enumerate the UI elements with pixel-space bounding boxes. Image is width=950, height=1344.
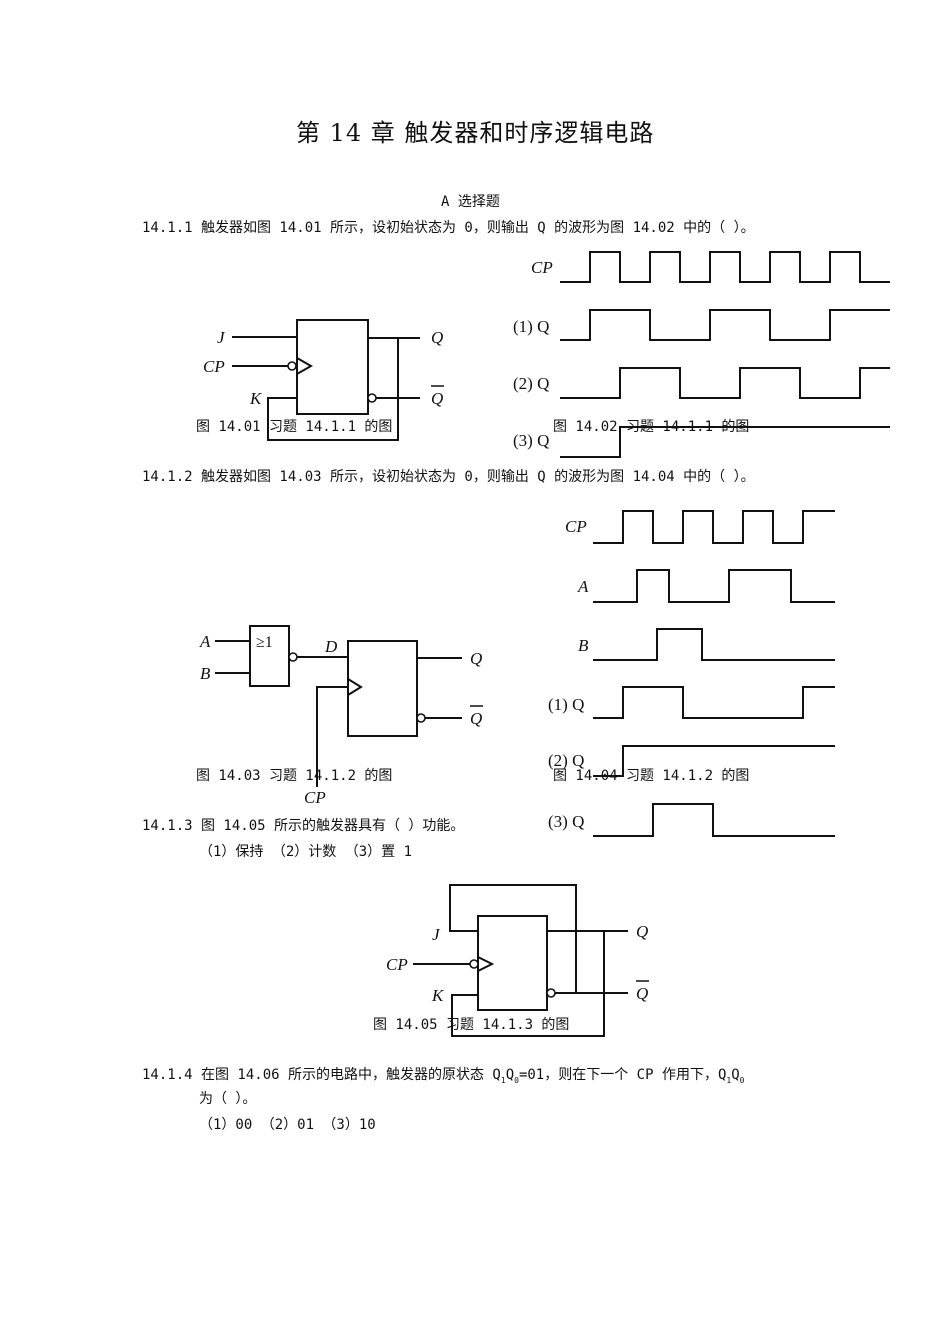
or-gate-box	[249, 625, 290, 687]
cp-negation-bubble	[287, 361, 297, 371]
wave-option-2	[560, 367, 890, 399]
wave-label-2q: (2) Q	[513, 374, 549, 393]
figure-14-01-caption: 图 14.01 习题 14.1.1 的图	[196, 419, 393, 435]
wave-label-cp: CP	[531, 258, 553, 277]
chapter-title: 第 14 章 触发器和时序逻辑电路	[296, 119, 655, 147]
jk2-label-qbar: Q	[636, 984, 648, 1003]
or-gate-label: ≥1	[256, 634, 273, 651]
jk2-k-feedback-wire	[451, 931, 605, 1037]
figure-14-05-caption: 图 14.05 习题 14.1.3 的图	[373, 1017, 570, 1033]
wave-option-3	[560, 426, 890, 458]
jk2-label-j: J	[432, 925, 441, 944]
jk2-label-cp: CP	[386, 955, 408, 974]
jk2-label-k: K	[431, 986, 445, 1005]
wave-option-1	[560, 309, 890, 341]
label-a: A	[199, 632, 211, 651]
question-14-1-4-options: （1）00 （2）01 （3）10	[199, 1117, 376, 1133]
jk2-j-feedback-wire	[449, 884, 577, 993]
cp2-waveform	[593, 510, 835, 544]
q4-text-a: 14.1.4 在图 14.06 所示的电路中，触发器的原状态 Q	[142, 1067, 501, 1083]
q4-sub-0b: 0	[739, 1076, 745, 1085]
label-b: B	[200, 664, 211, 683]
jk2-cp-bubble	[469, 959, 479, 969]
wave2-label-3q: (3) Q	[548, 812, 584, 831]
q4-text-b: =01，则在下一个 CP 作用下，Q	[518, 1067, 727, 1083]
label-d: D	[324, 637, 338, 656]
q4-q: Q	[505, 1067, 515, 1083]
jk2-label-q: Q	[636, 922, 648, 941]
section-heading: A 选择题	[441, 194, 500, 210]
jk2-clock-triangle	[477, 956, 495, 972]
d-clock-triangle	[347, 678, 363, 696]
feedback-wire	[267, 338, 399, 441]
wave-label-1q: (1) Q	[513, 317, 549, 336]
figure-14-04-caption: 图 14.04 习题 14.1.2 的图	[553, 768, 750, 784]
question-14-1-4: 14.1.4 在图 14.06 所示的电路中，触发器的原状态 Q1Q0=01，则…	[142, 1066, 744, 1090]
wave2-option-3	[593, 803, 835, 837]
question-14-1-1: 14.1.1 触发器如图 14.01 所示，设初始状态为 0，则输出 Q 的波形…	[142, 220, 755, 236]
wave2-label-2q: (2) Q	[548, 751, 584, 770]
wave2-option-1	[593, 686, 835, 719]
label-k: K	[249, 389, 263, 408]
wave2-option-2	[593, 745, 835, 777]
question-14-1-4-line2: 为（ ）。	[199, 1091, 257, 1107]
label-cp: CP	[203, 357, 225, 376]
q4-sub-0: 0	[514, 1076, 519, 1085]
wave2-label-cp: CP	[565, 517, 587, 536]
label-q: Q	[431, 328, 443, 347]
d-cp-wire	[316, 686, 348, 787]
question-14-1-3: 14.1.3 图 14.05 所示的触发器具有（ ）功能。	[142, 818, 465, 834]
label-j: J	[217, 328, 226, 347]
question-14-1-3-options: （1）保持 （2）计数 （3）置 1	[199, 844, 413, 860]
wave2-label-b: B	[578, 636, 589, 655]
wave2-label-1q: (1) Q	[548, 695, 584, 714]
q4-sub-1: 1	[500, 1076, 506, 1085]
label-d-q: Q	[470, 649, 482, 668]
d-flipflop-box	[347, 640, 418, 737]
cp-waveform	[560, 251, 890, 283]
q4-qb: Q	[731, 1067, 740, 1083]
clock-triangle	[296, 357, 314, 375]
b-waveform	[593, 628, 835, 661]
a-waveform	[593, 569, 835, 603]
label-d-qbar: Q	[470, 709, 482, 728]
question-14-1-2: 14.1.2 触发器如图 14.03 所示，设初始状态为 0，则输出 Q 的波形…	[142, 469, 755, 485]
wave-label-3q: (3) Q	[513, 431, 549, 450]
q4-sub-1b: 1	[726, 1076, 732, 1085]
figure-14-03-caption: 图 14.03 习题 14.1.2 的图	[196, 768, 393, 784]
jk2-qbar-bubble	[546, 988, 556, 998]
label-d-cp: CP	[304, 788, 326, 807]
wave2-label-a: A	[577, 577, 589, 596]
qbar-bubble	[367, 393, 377, 403]
label-qbar: Q	[431, 389, 443, 408]
